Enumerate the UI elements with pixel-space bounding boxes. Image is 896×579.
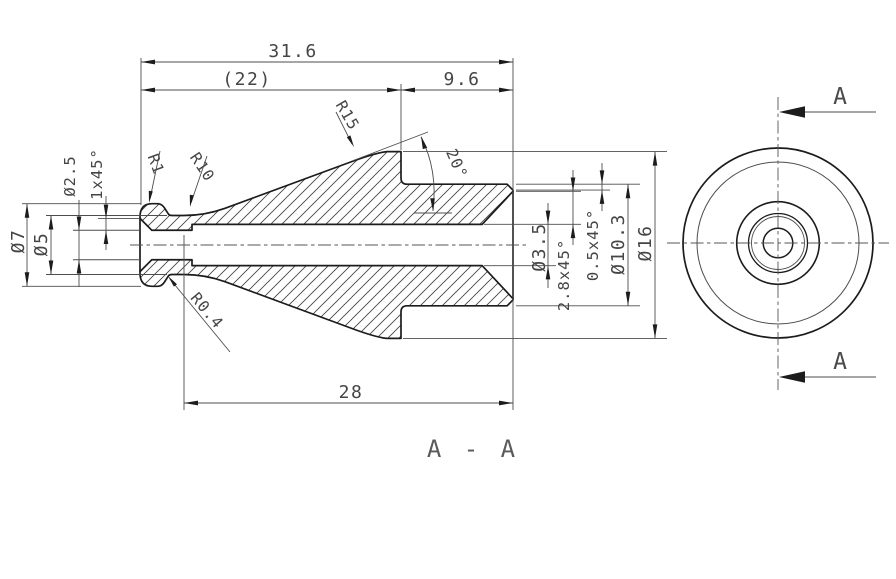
dim-overall-length: 31.6: [268, 41, 317, 62]
dim-edge-chamfer: 0.5x45°: [584, 209, 602, 281]
dim-countersink-chamfer: 2.8x45°: [555, 239, 573, 311]
bore-outline: [139, 190, 514, 300]
dim-step-diameter: Ø10.3: [608, 213, 629, 275]
dim-ref-length: (22): [222, 69, 271, 90]
radius-r10-label: R10: [186, 149, 218, 185]
radius-r15-label: R15: [332, 98, 363, 134]
cutting-plane-bottom: A: [779, 349, 876, 383]
dim-body-length: 28: [339, 382, 364, 403]
section-title: A - A: [427, 435, 519, 463]
dim-body-diameter: Ø16: [635, 224, 656, 261]
dimension-lines-right: Ø3.5 2.8x45° 0.5x45° Ø10.3 Ø16: [403, 151, 667, 339]
dimension-lines-bottom: 28: [183, 235, 513, 410]
dim-step-length: 9.6: [443, 69, 480, 90]
section-view: 31.6 (22) 9.6 28: [8, 41, 667, 463]
part-cross-section-hatch: [140, 151, 513, 339]
end-view: A A: [667, 84, 889, 390]
dim-entry-chamfer: 1x45°: [88, 148, 106, 200]
cut-label-top: A: [833, 84, 849, 110]
dim-bore-small-diameter: Ø2.5: [61, 155, 79, 196]
radius-r1-label: R1: [144, 151, 168, 177]
radius-r04-label: R0.4: [187, 289, 227, 332]
dimension-lines-left: Ø7 Ø5 Ø2.5 1x45°: [8, 148, 167, 287]
cutting-plane-top: A: [779, 84, 876, 118]
dim-groove-diameter: Ø5: [31, 232, 52, 257]
dim-knob-diameter: Ø7: [8, 229, 29, 254]
dim-bore-diameter: Ø3.5: [529, 222, 550, 271]
cut-label-bottom: A: [833, 349, 849, 375]
dimension-lines-top: 31.6 (22) 9.6: [140, 41, 514, 410]
